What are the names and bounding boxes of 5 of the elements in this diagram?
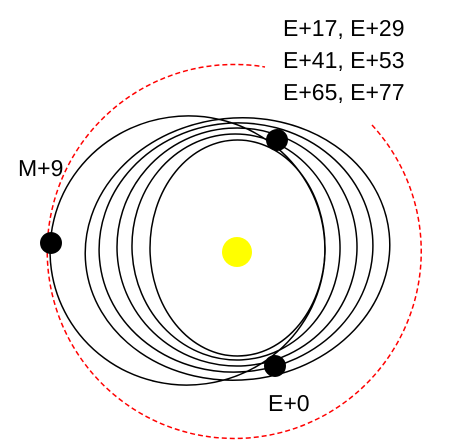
date-label: E+17, E+29 xyxy=(283,14,404,43)
date-label: M+9 xyxy=(18,154,64,183)
date-label: E+41, E+53 xyxy=(283,46,404,75)
date-label: E+65, E+77 xyxy=(283,78,404,107)
date-label: E+0 xyxy=(268,389,310,418)
